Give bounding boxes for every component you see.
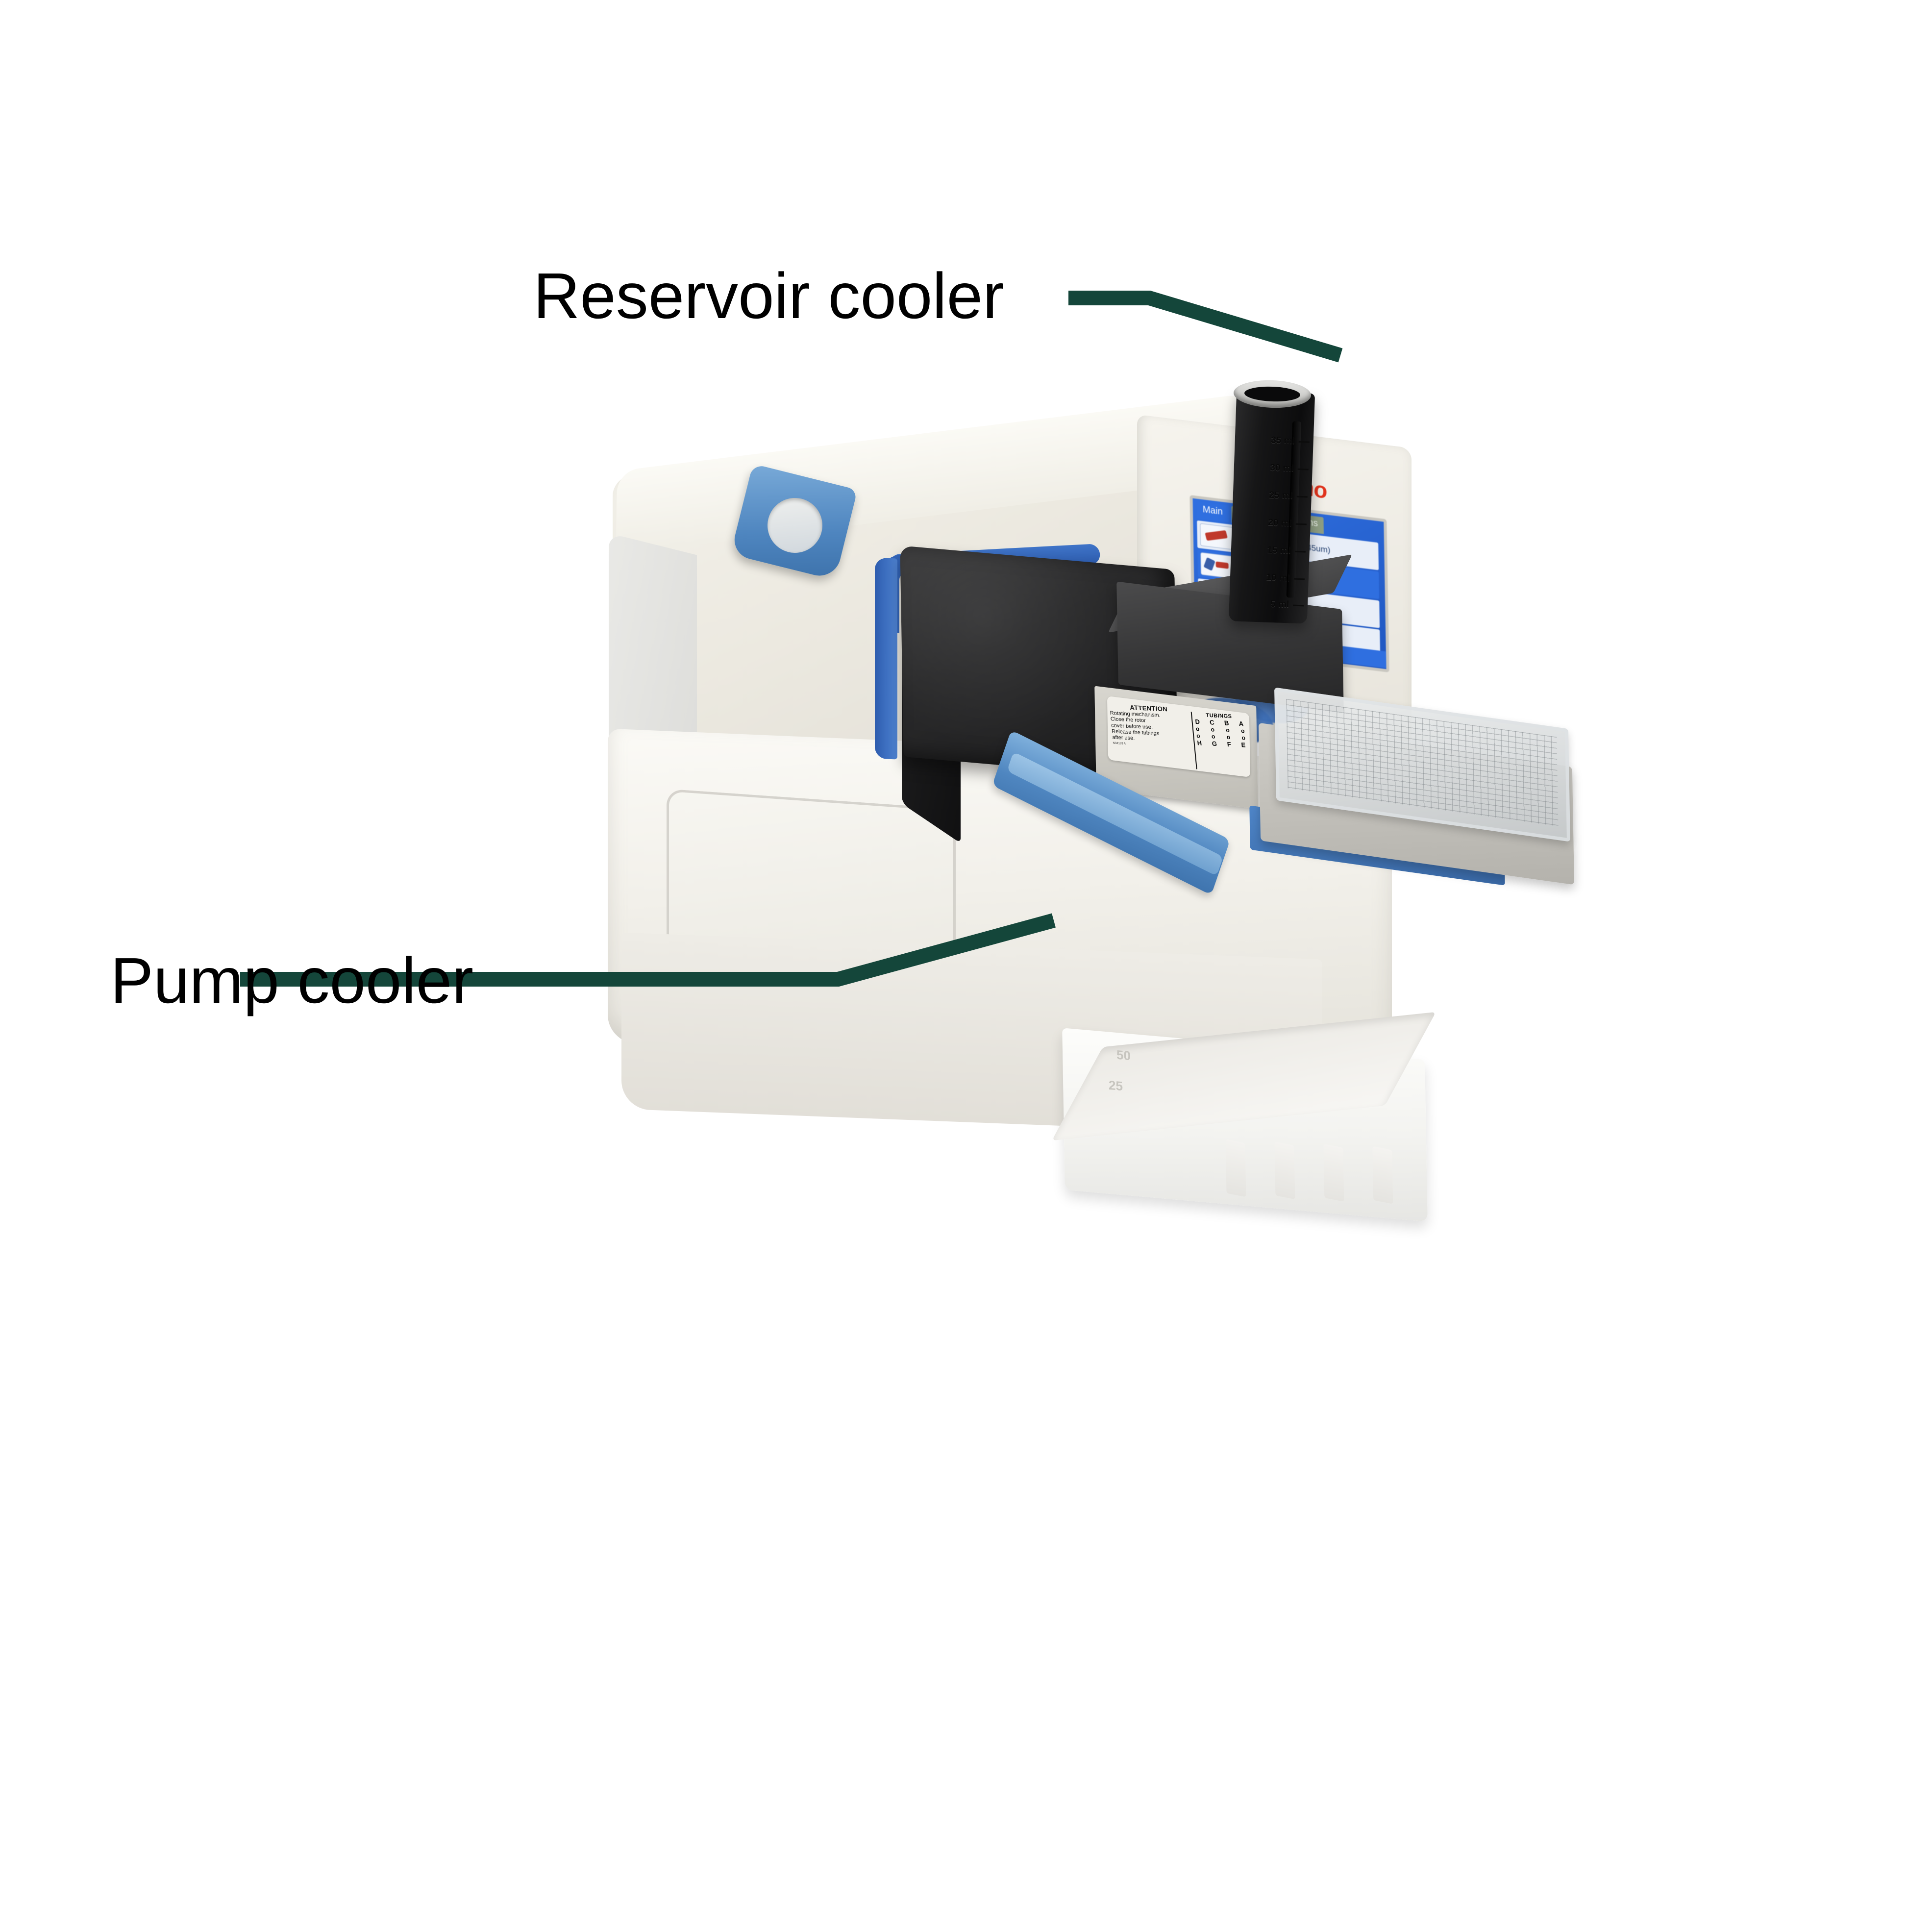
tubing-port-g: G bbox=[1212, 740, 1218, 748]
graduation-mark: 30 ml bbox=[1269, 462, 1294, 474]
reservoir-tube-window bbox=[1286, 421, 1302, 598]
graduation-mark: 15 ml bbox=[1266, 545, 1291, 556]
tubing-port-b: B bbox=[1224, 719, 1230, 727]
tubing-port-a: A bbox=[1238, 719, 1244, 728]
graduation-mark: 10 ml bbox=[1266, 572, 1290, 584]
reservoir-cooler-label: Reservoir cooler bbox=[533, 260, 1004, 332]
tubing-icon bbox=[1200, 552, 1235, 579]
trough-rib bbox=[1372, 1146, 1393, 1204]
blue-frame-left bbox=[875, 557, 897, 760]
attention-text-block: ATTENTION Rotating mechanism. Close the … bbox=[1109, 703, 1193, 764]
microplate-wells bbox=[1286, 698, 1559, 827]
tubing-port-d: D bbox=[1194, 718, 1201, 726]
trough-graduation: 25 bbox=[1108, 1077, 1123, 1094]
tab-main[interactable]: Main bbox=[1196, 501, 1229, 522]
tubing-port-e: E bbox=[1240, 741, 1246, 749]
trough-graduation: 50 bbox=[1116, 1047, 1131, 1064]
trough-rib bbox=[1274, 1141, 1295, 1200]
pump-cooler-label: Pump cooler bbox=[110, 944, 474, 1016]
instrument-photo: Thermo SCIENTIFIC Main Settings Options … bbox=[564, 379, 1887, 1725]
tubing-port-c: C bbox=[1209, 718, 1215, 726]
plate-icon bbox=[1200, 523, 1234, 550]
graduation-mark: 5 ml bbox=[1270, 599, 1289, 610]
tubings-bottom-row: H G F E bbox=[1197, 739, 1246, 749]
trough-rib bbox=[1225, 1139, 1246, 1197]
graduation-mark: 25 ml bbox=[1268, 490, 1293, 501]
tubing-port-h: H bbox=[1196, 739, 1203, 747]
reservoir-tube-cooler-sleeve: 35 ml 30 ml 25 ml 20 ml 15 ml 10 ml 5 ml bbox=[1228, 391, 1315, 624]
graduation-mark: 20 ml bbox=[1267, 517, 1292, 529]
tubing-port-f: F bbox=[1227, 740, 1232, 748]
trough-rib bbox=[1323, 1143, 1344, 1202]
reservoir-cooler-leader-line bbox=[1068, 291, 1343, 363]
graduation-mark: 35 ml bbox=[1270, 435, 1295, 446]
